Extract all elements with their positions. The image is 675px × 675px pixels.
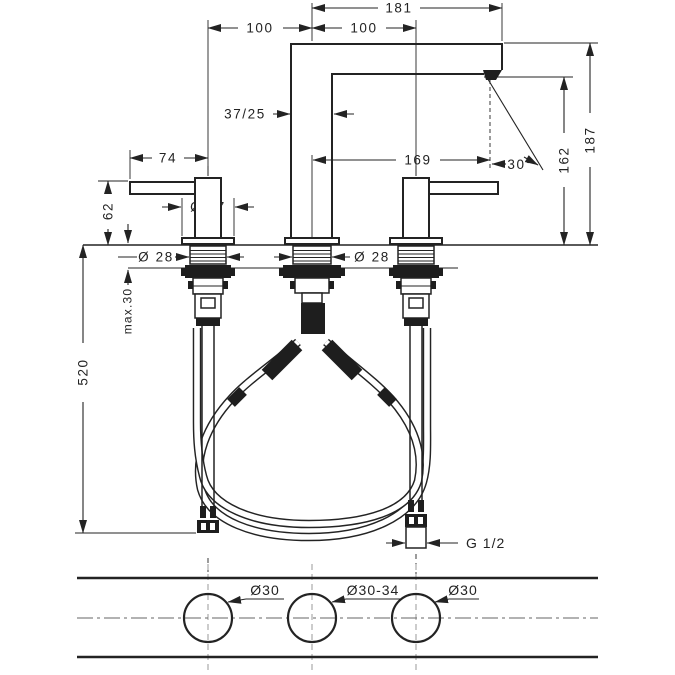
right-pipe-fitting (418, 500, 424, 512)
dim-520-label: 520 (76, 358, 91, 385)
hose-loop (192, 328, 432, 542)
dim-28l-label: Ø 28 (138, 250, 174, 265)
right-handle-body (402, 177, 430, 239)
hose-band-left (227, 387, 247, 407)
plan-view: Ø30 Ø30-34 Ø30 (77, 564, 598, 673)
aerator (483, 70, 502, 80)
right-pipe-end-nut (405, 514, 427, 527)
dim-g12-label: G 1/2 (466, 535, 505, 551)
spout-inner-contour (331, 73, 484, 238)
center-nut-lug (279, 268, 283, 276)
dim-169-label: 169 (404, 153, 431, 168)
dim-181-label: 181 (385, 1, 412, 16)
hose-b (194, 328, 423, 527)
spout-outer-contour (290, 43, 503, 238)
dim-100l-label: 100 (246, 21, 273, 36)
hole-left (182, 592, 234, 644)
right-pipe-fitting (408, 500, 414, 512)
dim-30deg-label: 30° (507, 157, 532, 172)
dim-62-label: 62 (101, 202, 116, 220)
dim-37-25-label: 37/25 (224, 107, 266, 122)
spray-angle-diagonal (485, 75, 544, 171)
mixer-body (301, 303, 325, 334)
right-valve-assembly (389, 166, 499, 576)
center-nut-lug (341, 268, 345, 276)
left-nut-lug (181, 268, 185, 276)
left-handle-body (194, 177, 222, 239)
right-bracket-tab (396, 281, 401, 289)
right-nut-hole (418, 517, 423, 524)
center-bracket-tab (290, 281, 295, 289)
left-bracket-tab (188, 281, 193, 289)
center-neck (301, 292, 323, 304)
dim-max30-label: max.30 (121, 288, 135, 335)
hole-center-label: Ø30-34 (347, 582, 400, 598)
center-bracket-tab (329, 281, 334, 289)
right-connection-stub-g12 (405, 526, 427, 549)
hose-fitting-right (321, 339, 363, 381)
spout-escutcheon (284, 237, 340, 245)
right-nut-hole (409, 517, 414, 524)
left-handle-lever (129, 181, 196, 195)
right-nut-lug (389, 268, 393, 276)
right-valve-band (404, 318, 428, 326)
hose-b-outline (192, 328, 424, 529)
left-pipe-fitting (200, 506, 206, 518)
center-mounting-nut (283, 265, 341, 278)
hose-band-right (377, 387, 397, 407)
spout-assembly (279, 43, 503, 334)
dim-100r-label: 100 (350, 21, 377, 36)
right-bracket-tab (431, 281, 436, 289)
left-bracket-tab (223, 281, 228, 289)
right-valve-detail (408, 297, 424, 309)
left-pipe-end-nut (197, 520, 219, 533)
left-nut-hole (210, 523, 215, 530)
hole-right (390, 592, 442, 644)
right-handle-lever (428, 181, 499, 195)
dim-74-label: 74 (159, 151, 177, 166)
left-nut-hole (201, 523, 206, 530)
leader-hole-right (434, 595, 450, 604)
hole-right-label: Ø30 (448, 582, 477, 598)
left-handle-escutcheon (181, 237, 235, 245)
leader-hole-center (331, 595, 347, 604)
left-valve-assembly (129, 166, 235, 572)
leader-hole-left (227, 595, 247, 604)
left-pipe-fitting (210, 506, 216, 518)
left-valve-band (196, 318, 220, 326)
center-shank-threads (293, 249, 331, 262)
right-nut-lug (439, 268, 443, 276)
left-shank-threads (190, 249, 226, 262)
dim-187-label: 187 (583, 126, 598, 153)
right-shank-threads (398, 249, 434, 262)
dim-30deg-arrow (523, 155, 539, 166)
hole-left-label: Ø30 (250, 582, 279, 598)
hose-fitting-left (261, 339, 303, 381)
left-mounting-nut (185, 265, 231, 278)
dim-28c-label: Ø 28 (354, 250, 390, 265)
hole-center (286, 592, 338, 644)
right-handle-escutcheon (389, 237, 443, 245)
left-valve-detail (200, 297, 216, 309)
left-nut-lug (231, 268, 235, 276)
center-bracket (294, 277, 330, 294)
dim-162-label: 162 (557, 146, 572, 173)
right-mounting-nut (393, 265, 439, 278)
